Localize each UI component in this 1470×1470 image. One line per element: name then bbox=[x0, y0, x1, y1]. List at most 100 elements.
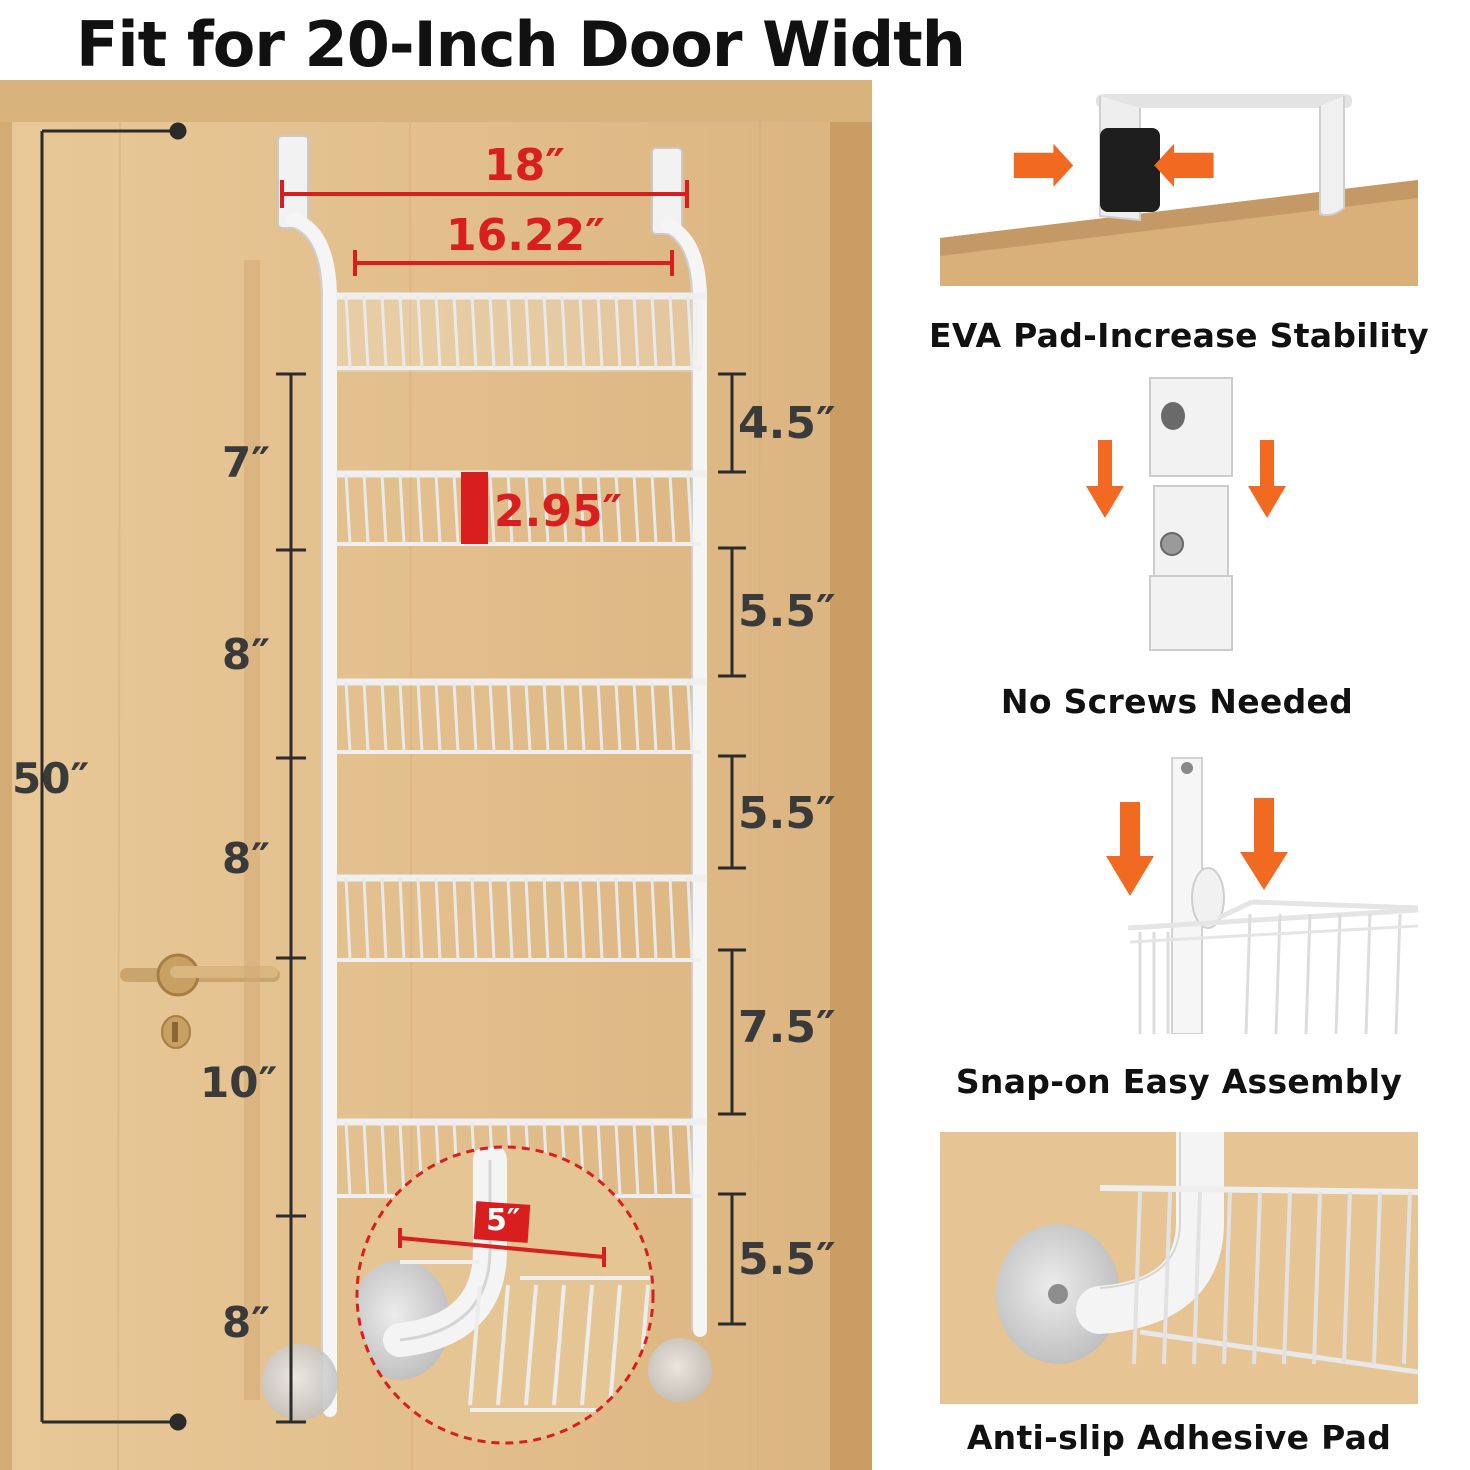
basket-wire bbox=[542, 473, 550, 545]
basket-wire bbox=[416, 877, 424, 961]
basket-wire bbox=[632, 681, 640, 753]
basket-wire bbox=[596, 295, 604, 369]
total-height-dimension bbox=[40, 122, 187, 1431]
basket-wire bbox=[488, 473, 496, 545]
basket-wire bbox=[1282, 1191, 1292, 1365]
left-spacing-label: 8″ bbox=[222, 834, 270, 883]
basket-wire bbox=[506, 681, 514, 753]
basket-wire bbox=[1192, 1191, 1202, 1365]
left-spacing-label: 10″ bbox=[200, 1058, 278, 1107]
basket-wire bbox=[632, 877, 640, 961]
basket-wire bbox=[468, 1284, 482, 1406]
basket-wire bbox=[632, 473, 640, 545]
basket-wire bbox=[542, 681, 550, 753]
basket-wire bbox=[398, 1121, 406, 1197]
basket-wire bbox=[506, 877, 514, 961]
basket-wire bbox=[434, 681, 442, 753]
basket-wire bbox=[614, 473, 622, 545]
basket-wire bbox=[578, 473, 586, 545]
basket-wire bbox=[578, 877, 586, 961]
left-spacing-label: 8″ bbox=[222, 630, 270, 679]
basket-wire bbox=[524, 1284, 538, 1406]
width-dimension-lines bbox=[280, 180, 689, 1267]
right-spacing-label: 5.5″ bbox=[738, 788, 836, 839]
basket-wire bbox=[380, 681, 388, 753]
basket-wire bbox=[1244, 913, 1252, 1034]
basket-wire bbox=[1402, 1191, 1412, 1365]
basket-wire bbox=[416, 473, 424, 545]
basket-wire bbox=[506, 473, 514, 545]
left-spacing-dimension bbox=[276, 372, 306, 1424]
right-spacing-label: 7.5″ bbox=[738, 1002, 836, 1053]
basket-wire bbox=[1334, 913, 1342, 1034]
basket-wire bbox=[668, 877, 676, 961]
basket-wire bbox=[1252, 1191, 1262, 1365]
basket-wire bbox=[416, 295, 424, 369]
basket-4 bbox=[336, 874, 706, 962]
basket-wire bbox=[344, 877, 352, 961]
total-height-label: 50″ bbox=[12, 754, 90, 803]
basket-wire bbox=[578, 681, 586, 753]
basket-wire bbox=[488, 295, 496, 369]
basket-wire bbox=[362, 877, 370, 961]
feature-caption: No Screws Needed bbox=[1000, 682, 1354, 721]
basket-wire bbox=[434, 877, 442, 961]
adhesive-pad-icon bbox=[940, 1132, 1418, 1404]
basket-wire bbox=[686, 681, 694, 753]
basket-wire bbox=[452, 473, 460, 545]
right-spacing-label: 4.5″ bbox=[738, 398, 836, 449]
basket-wire bbox=[650, 1121, 658, 1197]
basket-wire bbox=[542, 295, 550, 369]
snap-on-basket-icon bbox=[1106, 757, 1418, 1034]
basket-wire bbox=[380, 1121, 388, 1197]
basket-wire bbox=[552, 1284, 566, 1406]
basket-wire bbox=[578, 295, 586, 369]
basket-wire bbox=[1364, 913, 1372, 1034]
basket-wire bbox=[362, 473, 370, 545]
basket-wire bbox=[362, 681, 370, 753]
basket-wire bbox=[398, 681, 406, 753]
hook-detail-circle bbox=[355, 1145, 655, 1445]
basket-wire bbox=[650, 473, 658, 545]
basket-wire bbox=[434, 295, 442, 369]
basket-wire bbox=[362, 295, 370, 369]
basket-2 bbox=[336, 470, 706, 546]
basket-wire bbox=[488, 877, 496, 961]
shelf-depth-label: 2.95″ bbox=[494, 486, 623, 537]
feature-caption: Snap-on Easy Assembly bbox=[955, 1062, 1403, 1101]
basket-wire bbox=[344, 681, 352, 753]
basket-wire bbox=[1342, 1191, 1352, 1365]
baskets bbox=[336, 292, 706, 1198]
basket-wire bbox=[470, 877, 478, 961]
basket-wire bbox=[1274, 913, 1282, 1034]
basket-wire bbox=[1162, 1191, 1172, 1365]
basket-wire bbox=[632, 295, 640, 369]
basket-wire bbox=[596, 877, 604, 961]
basket-wire bbox=[380, 473, 388, 545]
basket-wire bbox=[560, 877, 568, 961]
basket-wire bbox=[668, 681, 676, 753]
basket-wire bbox=[452, 877, 460, 961]
basket-wire bbox=[686, 877, 694, 961]
basket-wire bbox=[686, 1121, 694, 1197]
basket-wire bbox=[344, 295, 352, 369]
basket-wire bbox=[344, 473, 352, 545]
basket-wire bbox=[668, 295, 676, 369]
basket-wire bbox=[380, 295, 388, 369]
basket-wire bbox=[452, 295, 460, 369]
basket-wire bbox=[344, 1121, 352, 1197]
basket-wire bbox=[560, 681, 568, 753]
page-title: Fit for 20-Inch Door Width bbox=[76, 8, 966, 81]
basket-wire bbox=[608, 1284, 622, 1406]
right-spacing-label: 5.5″ bbox=[738, 1234, 836, 1285]
basket-wire bbox=[470, 681, 478, 753]
basket-wire bbox=[580, 1284, 594, 1406]
basket-wire bbox=[614, 877, 622, 961]
hook-width-label: 5″ bbox=[486, 1203, 521, 1238]
basket-wire bbox=[596, 681, 604, 753]
over-door-hooks bbox=[277, 135, 683, 235]
outer-width-label: 18″ bbox=[484, 140, 565, 191]
basket-wire bbox=[1222, 1191, 1232, 1365]
basket-wire bbox=[524, 295, 532, 369]
